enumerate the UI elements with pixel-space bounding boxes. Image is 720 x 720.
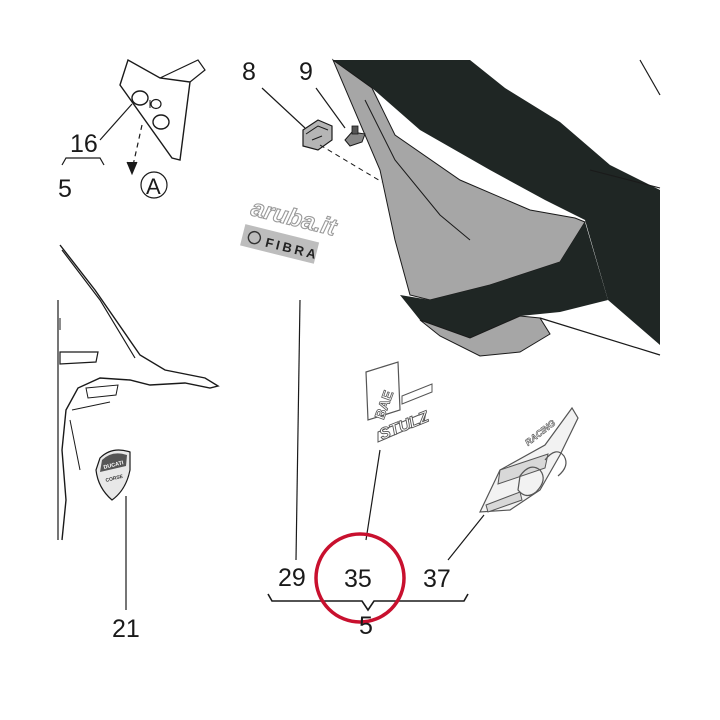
callout-29: 29 <box>278 564 306 592</box>
leader-37 <box>447 514 485 561</box>
corse-label: CORSE <box>105 474 124 484</box>
screw-part <box>344 125 366 147</box>
ducati-label: DUCATI <box>103 460 125 471</box>
callout-5-left: 5 <box>58 175 72 203</box>
arrow-head-a <box>126 161 138 176</box>
leader-29 <box>295 299 301 561</box>
fairing-dark-top <box>333 60 660 345</box>
fairing-outline <box>539 317 661 356</box>
fairing-top-line <box>639 59 661 96</box>
ducati-corse-shield-decal: DUCATI CORSE <box>95 449 131 501</box>
side-fairing-part <box>57 244 220 541</box>
bracket-brace-16 <box>61 157 105 166</box>
fairing-panel <box>331 58 661 357</box>
leader-9 <box>315 87 346 129</box>
fairing-top-line2 <box>589 169 661 189</box>
bae-stulz-decal: BAE STULZ <box>365 361 433 444</box>
dashed-assembly-line <box>319 144 383 183</box>
fairing-dark-band <box>400 222 608 338</box>
bracket-part <box>119 58 206 161</box>
highlight-circle <box>314 532 406 624</box>
aruba-fibra-decal: aruba.it FIBRA <box>240 194 340 264</box>
callout-8: 8 <box>242 58 256 86</box>
callout-16: 16 <box>70 130 98 158</box>
leader-8 <box>261 87 306 129</box>
callout-37: 37 <box>423 565 451 593</box>
aruba-globe-icon <box>247 230 262 245</box>
callout-21: 21 <box>112 615 140 643</box>
leader-35 <box>365 449 381 541</box>
clip-part <box>302 119 333 151</box>
circle-a-label: A <box>146 174 161 199</box>
fairing-gray-strip <box>419 315 551 357</box>
fairing-crease <box>364 99 471 241</box>
callout-5-bottom: 5 <box>359 612 373 640</box>
circle-a-marker <box>140 171 168 199</box>
callout-35: 35 <box>344 565 372 593</box>
group-bracket <box>267 593 469 612</box>
leader-16 <box>99 103 133 141</box>
callout-9: 9 <box>299 58 313 86</box>
racing-decal: RACING <box>479 406 579 513</box>
